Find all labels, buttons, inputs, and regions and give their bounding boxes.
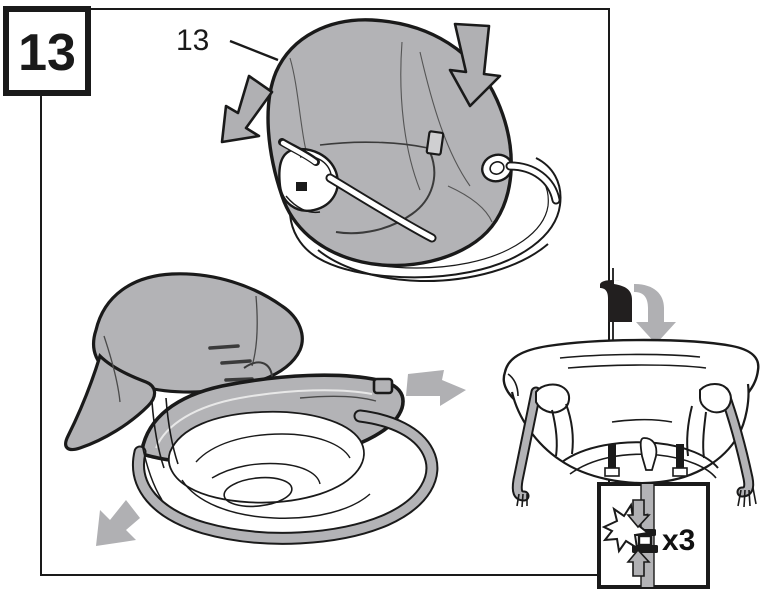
frame-pivot-button-left bbox=[296, 182, 307, 191]
frame-leg-left-1 bbox=[151, 401, 165, 469]
inset-repeat-label: x3 bbox=[662, 524, 695, 557]
snap-fastener-left bbox=[604, 444, 620, 477]
arrow-fold-strap bbox=[634, 284, 676, 344]
step-number-box bbox=[3, 6, 91, 96]
strap-right-body bbox=[720, 388, 753, 496]
strap-tab-highlight bbox=[614, 280, 640, 322]
shell-bottom-rail-inner bbox=[569, 453, 717, 479]
frame-pivot-hub-right-inner bbox=[489, 161, 505, 175]
shell-inner-line-3 bbox=[181, 479, 371, 520]
bracket-right-stem2 bbox=[686, 405, 693, 457]
frame-leg-left-2 bbox=[165, 397, 179, 465]
step-number-label: 13 bbox=[18, 24, 76, 82]
inset-arrow-press-up bbox=[626, 548, 651, 577]
shell-contour-3 bbox=[611, 418, 673, 423]
shell-inner-dish bbox=[223, 476, 293, 508]
shell-contour-2 bbox=[567, 364, 707, 369]
bracket-right bbox=[699, 383, 732, 414]
cover-side-tail bbox=[64, 352, 157, 452]
bracket-right-stem bbox=[702, 411, 707, 459]
seat-pad-seat-fold bbox=[335, 151, 436, 235]
shell-inner-surface bbox=[168, 410, 365, 504]
frame-leg-left-3 bbox=[141, 443, 163, 501]
seat-pad-side-seam bbox=[447, 185, 493, 223]
cover-slot-1 bbox=[208, 344, 240, 350]
seat-pad-seam-right bbox=[419, 51, 471, 187]
arrow-push-right bbox=[448, 22, 502, 108]
arrow-push-left bbox=[220, 74, 274, 144]
shell-edge-left bbox=[507, 373, 519, 397]
inset-click-burst bbox=[601, 502, 651, 554]
frame-pivot-hub-left bbox=[278, 147, 339, 212]
snap-fastener-centre bbox=[639, 437, 658, 471]
strap-black-tab bbox=[600, 280, 634, 322]
harness-buckle bbox=[425, 130, 445, 156]
strap-left-frayed-end bbox=[516, 493, 528, 508]
arrow-pull-down-left bbox=[96, 500, 140, 546]
shell-inner-line-2 bbox=[211, 462, 321, 485]
shell-inner-line-1 bbox=[195, 433, 351, 463]
cover-roll-tab bbox=[372, 377, 394, 395]
callout-leader-line bbox=[229, 39, 279, 62]
bracket-left-stem2 bbox=[565, 403, 574, 455]
figure-cover-removal bbox=[64, 272, 466, 546]
cover-roll-highlight bbox=[155, 389, 373, 449]
seat-pad-seam-centre bbox=[400, 41, 421, 191]
shell-bottom-rail bbox=[561, 441, 719, 469]
bracket-left-stem bbox=[551, 409, 558, 457]
cover-slot-2 bbox=[220, 359, 252, 365]
arrow-pull-right bbox=[406, 370, 466, 406]
frame-ring-body bbox=[134, 411, 437, 543]
cover-backrest-seam-right bbox=[251, 295, 258, 367]
cover-slot-3 bbox=[224, 377, 254, 382]
frame-front-bow bbox=[317, 243, 549, 283]
figure-seat-underside bbox=[502, 268, 760, 508]
strap-right-frayed-end bbox=[737, 487, 757, 508]
frame-tube-diagonal-inner bbox=[327, 175, 435, 241]
frame-pivot-hub-left-detail2 bbox=[285, 195, 321, 214]
snap-fastener-right bbox=[672, 444, 688, 477]
seat-pad-crotch-seam bbox=[319, 141, 429, 149]
inset-arrow-press-down bbox=[626, 499, 651, 529]
frame-tube-left-inner bbox=[280, 140, 318, 165]
cover-roll-seam bbox=[299, 395, 377, 402]
inset-snap-body bbox=[637, 534, 653, 547]
shell-contour-1 bbox=[559, 353, 701, 359]
frame-tube-right-inner bbox=[507, 163, 559, 203]
snap-fastener-detail-inset: x3 bbox=[597, 482, 710, 589]
cover-backrest-seam bbox=[103, 335, 121, 403]
part-callout-label: 13 bbox=[176, 24, 209, 57]
bracket-left bbox=[535, 383, 570, 414]
figure-seat-assembled bbox=[220, 18, 562, 283]
